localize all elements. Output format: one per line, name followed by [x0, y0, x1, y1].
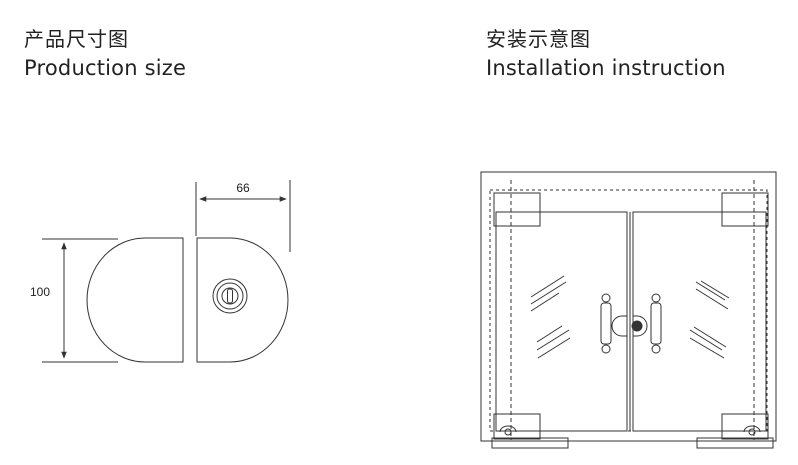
center-glass-lock: [611, 315, 648, 337]
product-size-title-en: Production size: [24, 56, 187, 80]
installation-heading: 安装示意图 Installation instruction: [486, 27, 726, 81]
left-door-handle: [600, 293, 612, 354]
width-dimension-label: 66: [236, 181, 250, 195]
top-left-hinge: [493, 192, 541, 227]
top-right-hinge: [721, 192, 769, 227]
right-glass-door: [632, 211, 767, 432]
product-size-drawing: [42, 180, 291, 363]
right-lock-half: [196, 237, 289, 363]
right-door-handle: [650, 293, 662, 354]
left-glass-door: [495, 211, 628, 432]
bottom-left-hinge: [493, 413, 541, 440]
installation-title-en: Installation instruction: [486, 56, 726, 80]
left-lock-half: [86, 237, 184, 363]
height-dimension-label: 100: [30, 285, 50, 299]
glass-reflection-right: [689, 280, 730, 359]
installation-drawing: [480, 171, 777, 449]
installation-title-cn: 安装示意图: [486, 27, 591, 51]
bottom-right-hinge: [721, 413, 769, 440]
product-size-heading: 产品尺寸图 Production size: [24, 27, 186, 81]
product-size-title-cn: 产品尺寸图: [24, 27, 129, 51]
key-cylinder: [212, 278, 248, 314]
cabinet-frame: [480, 171, 777, 442]
glass-reflection-left: [530, 275, 571, 359]
